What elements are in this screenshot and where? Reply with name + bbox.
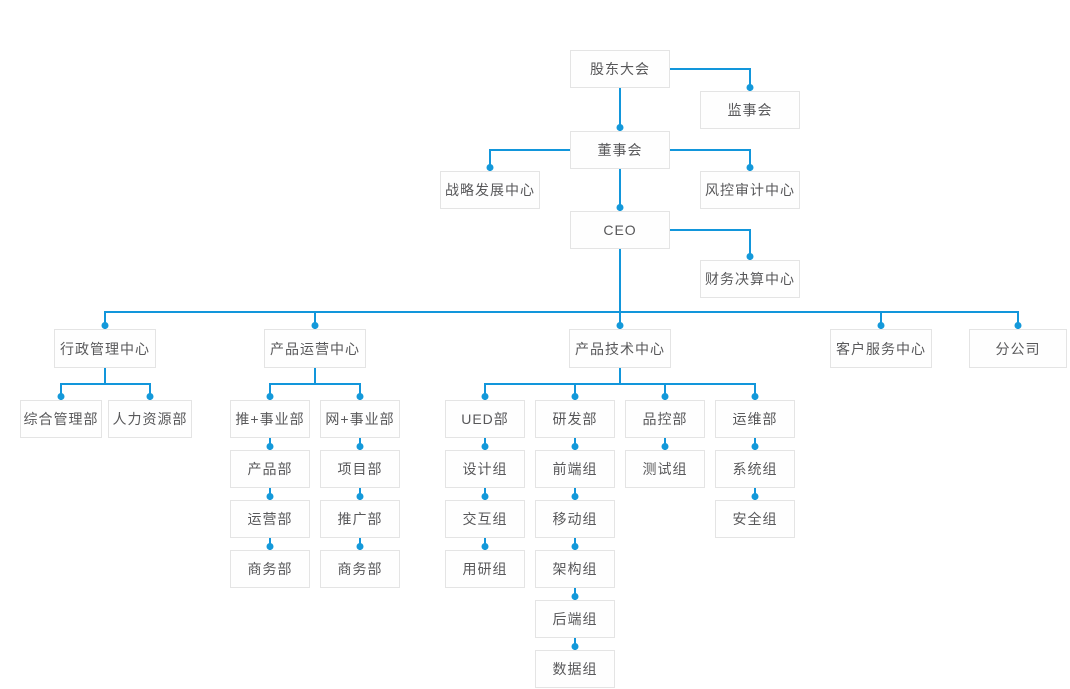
org-node-branch-company: 分公司 [969,329,1067,368]
edge-endpoint-dot [146,393,154,400]
org-node-system-group: 系统组 [715,450,795,488]
edge-endpoint-dot [751,493,759,500]
org-node-business-dept-1: 商务部 [230,550,310,588]
org-node-ued-dept: UED部 [445,400,525,438]
edge-admin-management-center-to-general-management-dept [60,368,106,400]
edge-endpoint-dot [746,253,754,260]
org-node-architecture-group: 架构组 [535,550,615,588]
edge-board-of-directors-to-risk-audit-center [670,149,751,171]
edge-product-operations-center-to-tui-plus-business-dept [269,368,316,400]
org-node-operation-dept: 运营部 [230,500,310,538]
edge-endpoint-dot [101,322,109,329]
edge-endpoint-dot [661,443,669,450]
org-node-project-dept: 项目部 [320,450,400,488]
org-node-design-group: 设计组 [445,450,525,488]
edge-endpoint-dot [571,543,579,550]
edge-endpoint-dot [481,493,489,500]
org-node-quality-control-dept: 品控部 [625,400,705,438]
edge-endpoint-dot [266,493,274,500]
org-node-testing-group: 测试组 [625,450,705,488]
edge-endpoint-dot [356,393,364,400]
edge-product-operations-center-to-wang-plus-business-dept [314,368,361,400]
edge-ceo-to-product-operations-center [314,249,621,329]
edge-endpoint-dot [266,443,274,450]
org-node-product-operations-center: 产品运营中心 [264,329,366,368]
edge-shareholders-meeting-to-supervisory-board [670,68,751,91]
org-node-product-dept: 产品部 [230,450,310,488]
org-node-strategy-development-center: 战略发展中心 [440,171,540,209]
edge-endpoint-dot [481,543,489,550]
org-node-ceo: CEO [570,211,670,249]
org-node-promotion-dept: 推广部 [320,500,400,538]
org-node-business-dept-2: 商务部 [320,550,400,588]
org-node-security-group: 安全组 [715,500,795,538]
org-node-user-research-group: 用研组 [445,550,525,588]
org-node-wang-plus-business-dept: 网+事业部 [320,400,400,438]
org-node-board-of-directors: 董事会 [570,131,670,169]
edge-endpoint-dot [356,543,364,550]
edge-endpoint-dot [266,543,274,550]
org-node-ops-maintenance-dept: 运维部 [715,400,795,438]
org-node-data-group: 数据组 [535,650,615,688]
org-node-general-management-dept: 综合管理部 [20,400,102,438]
edge-endpoint-dot [571,443,579,450]
org-node-mobile-group: 移动组 [535,500,615,538]
edge-endpoint-dot [266,393,274,400]
edge-endpoint-dot [481,393,489,400]
edge-endpoint-dot [751,393,759,400]
org-node-human-resources-dept: 人力资源部 [108,400,192,438]
org-node-admin-management-center: 行政管理中心 [54,329,156,368]
edge-endpoint-dot [571,393,579,400]
org-node-customer-service-center: 客户服务中心 [830,329,932,368]
edge-endpoint-dot [616,322,624,329]
edge-endpoint-dot [751,443,759,450]
org-node-interaction-group: 交互组 [445,500,525,538]
org-node-product-technology-center: 产品技术中心 [569,329,671,368]
org-node-shareholders-meeting: 股东大会 [570,50,670,88]
org-node-frontend-group: 前端组 [535,450,615,488]
edge-endpoint-dot [661,393,669,400]
org-node-risk-audit-center: 风控审计中心 [700,171,800,209]
edge-endpoint-dot [356,443,364,450]
edge-endpoint-dot [311,322,319,329]
edge-endpoint-dot [616,124,624,131]
org-node-financial-settlement-center: 财务决算中心 [700,260,800,298]
edge-endpoint-dot [57,393,65,400]
edge-endpoint-dot [481,443,489,450]
edge-admin-management-center-to-human-resources-dept [104,368,151,400]
edge-endpoint-dot [746,164,754,171]
edge-ceo-to-branch-company [619,249,1019,329]
org-node-backend-group: 后端组 [535,600,615,638]
edge-endpoint-dot [746,84,754,91]
edge-endpoint-dot [571,643,579,650]
edge-endpoint-dot [877,322,885,329]
edge-endpoint-dot [1014,322,1022,329]
edge-endpoint-dot [356,493,364,500]
edge-ceo-to-financial-settlement-center [670,229,751,260]
edge-board-of-directors-to-strategy-development-center [489,149,570,171]
org-node-tui-plus-business-dept: 推+事业部 [230,400,310,438]
org-node-rnd-dept: 研发部 [535,400,615,438]
edge-endpoint-dot [616,204,624,211]
edge-product-technology-center-to-ops-maintenance-dept [619,368,756,400]
org-node-supervisory-board: 监事会 [700,91,800,129]
edge-product-technology-center-to-rnd-dept [574,368,621,400]
edge-ceo-to-admin-management-center [104,249,621,329]
edge-endpoint-dot [571,493,579,500]
edge-endpoint-dot [486,164,494,171]
edge-endpoint-dot [571,593,579,600]
